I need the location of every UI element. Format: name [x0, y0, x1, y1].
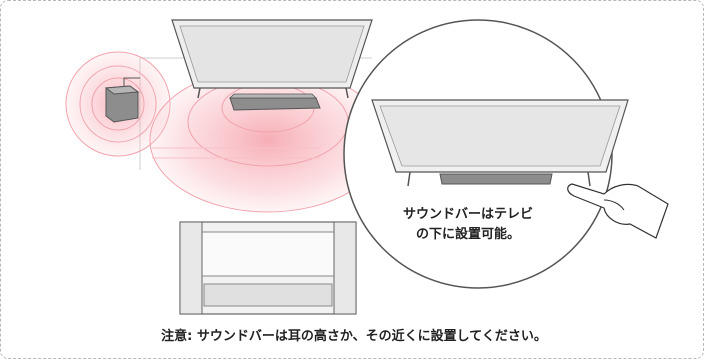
subwoofer	[104, 77, 140, 123]
caption-note: 注意: サウンドバーは耳の高さか、その近くに設置してください。	[161, 329, 547, 344]
tv-front-view	[371, 99, 629, 187]
callout-text: サウンドバーはテレビ の下に設置可能。	[402, 207, 533, 242]
soundbar-top-view	[229, 93, 321, 111]
armchair	[179, 221, 357, 315]
tv-top-view	[171, 19, 373, 99]
pointing-hand-icon	[567, 183, 669, 239]
soundbar-front-view	[439, 173, 553, 185]
